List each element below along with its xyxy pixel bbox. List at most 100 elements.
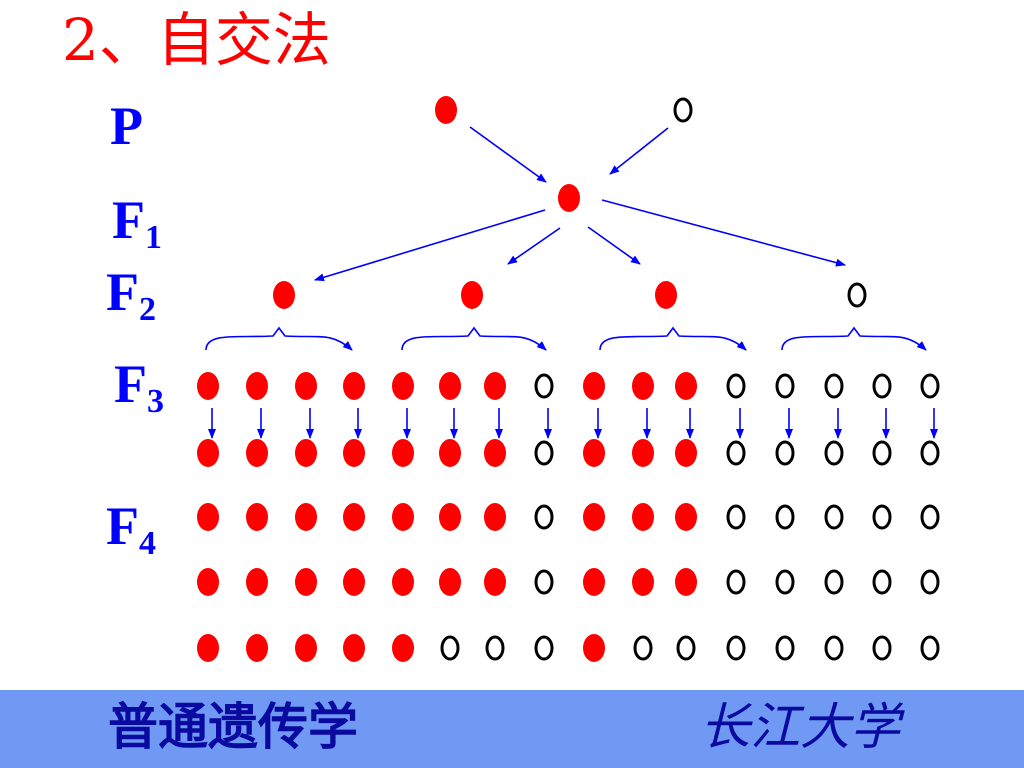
f3-plant-11: [675, 372, 697, 400]
selfing-brace-f2-3: [599, 326, 747, 351]
plant-symbols: [197, 96, 940, 662]
generation-label-f2-base: F: [106, 262, 139, 322]
f4-row-1-plant-8: [534, 440, 554, 466]
f4-row-1-plant-3: [295, 439, 317, 467]
f4-row-4-plant-11: [676, 635, 696, 661]
f2-plant-3: [655, 281, 677, 309]
arrow-f1-to-f2-3: [587, 226, 641, 265]
f4-row-4-plant-8: [534, 635, 554, 661]
f1-plant: [558, 184, 580, 212]
f4-row-4-plant-4: [343, 634, 365, 662]
f4-row-3-plant-16: [920, 569, 940, 595]
generation-label-p-base: P: [110, 96, 143, 156]
f4-row-4-plant-9: [583, 634, 605, 662]
f4-row-3-plant-3: [295, 568, 317, 596]
f4-row-2-plant-13: [775, 504, 795, 530]
f4-row-1-plant-2: [246, 439, 268, 467]
course-name: 普通遗传学: [108, 698, 358, 756]
arrow-parent-2-to-f1: [609, 127, 669, 175]
f4-row-2-plant-4: [343, 503, 365, 531]
arrow-f1-to-f2-2: [507, 227, 561, 265]
footer-bar: 普通遗传学 长江大学: [0, 690, 1024, 768]
f4-row-1-plant-10: [632, 439, 654, 467]
f4-row-1-plant-14: [824, 440, 844, 466]
f3-plant-12: [726, 373, 746, 399]
f4-row-3-plant-1: [197, 568, 219, 596]
f3-plant-15: [872, 373, 892, 399]
slide-title: 2、自交法: [62, 6, 331, 74]
generation-label-f4-base: F: [106, 496, 139, 556]
f4-row-2-plant-1: [197, 503, 219, 531]
f3-plant-9: [583, 372, 605, 400]
f4-row-1-plant-1: [197, 439, 219, 467]
self-cross-diagram: [197, 96, 940, 662]
f3-plant-4: [343, 372, 365, 400]
f4-row-3-plant-2: [246, 568, 268, 596]
f4-row-2-plant-11: [675, 503, 697, 531]
f4-row-1-plant-15: [872, 440, 892, 466]
selfing-brace-f2-2: [401, 326, 547, 351]
f4-row-3-plant-6: [439, 568, 461, 596]
selfing-brace-f2-4: [781, 326, 927, 351]
generation-label-f2: F2: [106, 262, 156, 327]
generation-label-f1-base: F: [112, 190, 145, 250]
f4-row-4-plant-7: [485, 635, 505, 661]
f4-row-2-plant-2: [246, 503, 268, 531]
f4-row-4-plant-6: [440, 635, 460, 661]
f4-row-4-plant-13: [775, 635, 795, 661]
f2-plant-1: [273, 281, 295, 309]
generation-label-f2-sub: 2: [139, 291, 156, 328]
f4-row-1-plant-5: [392, 439, 414, 467]
f4-row-3-plant-13: [775, 569, 795, 595]
generation-label-f4-sub: 4: [139, 525, 156, 562]
f4-row-1-plant-9: [583, 439, 605, 467]
f4-row-1-plant-6: [439, 439, 461, 467]
generation-label-p: P: [110, 96, 143, 156]
arrow-f1-to-f2-4: [601, 199, 846, 267]
f4-row-3-plant-11: [675, 568, 697, 596]
f2-plant-2: [461, 281, 483, 309]
f3-plant-16: [920, 373, 940, 399]
f4-row-1-plant-13: [775, 440, 795, 466]
f3-plant-2: [246, 372, 268, 400]
f3-plant-10: [632, 372, 654, 400]
f4-row-3-plant-14: [824, 569, 844, 595]
f4-row-2-plant-10: [632, 503, 654, 531]
f4-row-4-plant-2: [246, 634, 268, 662]
f4-row-2-plant-9: [583, 503, 605, 531]
generation-label-f3-base: F: [114, 354, 147, 414]
f3-plant-6: [439, 372, 461, 400]
f3-plant-1: [197, 372, 219, 400]
f4-row-3-plant-4: [343, 568, 365, 596]
f2-selfing-braces: [205, 326, 927, 351]
selfing-brace-f2-1: [205, 326, 353, 351]
f4-row-2-plant-8: [534, 504, 554, 530]
f4-row-4-plant-16: [920, 635, 940, 661]
f4-row-3-plant-12: [726, 569, 746, 595]
generation-label-f1-sub: 1: [145, 219, 162, 256]
f4-row-2-plant-3: [295, 503, 317, 531]
university-name: 长江大学: [700, 698, 900, 756]
f4-row-3-plant-5: [392, 568, 414, 596]
f4-row-2-plant-5: [392, 503, 414, 531]
parent-plant-2: [673, 97, 693, 123]
f4-row-2-plant-16: [920, 504, 940, 530]
f4-row-3-plant-15: [872, 569, 892, 595]
f4-row-1-plant-16: [920, 440, 940, 466]
f3-plant-13: [775, 373, 795, 399]
f4-row-2-plant-14: [824, 504, 844, 530]
f4-row-4-plant-15: [872, 635, 892, 661]
f4-row-2-plant-15: [872, 504, 892, 530]
f4-row-2-plant-6: [439, 503, 461, 531]
f4-row-1-plant-11: [675, 439, 697, 467]
parent-plant-1: [435, 96, 457, 124]
generation-label-f1: F1: [112, 190, 162, 255]
f4-row-3-plant-7: [484, 568, 506, 596]
cross-arrows: [208, 126, 938, 439]
f4-row-4-plant-14: [824, 635, 844, 661]
f4-row-1-plant-7: [484, 439, 506, 467]
f3-plant-14: [824, 373, 844, 399]
f3-plant-8: [534, 373, 554, 399]
arrow-parent-1-to-f1: [469, 126, 547, 183]
f3-plant-7: [484, 372, 506, 400]
